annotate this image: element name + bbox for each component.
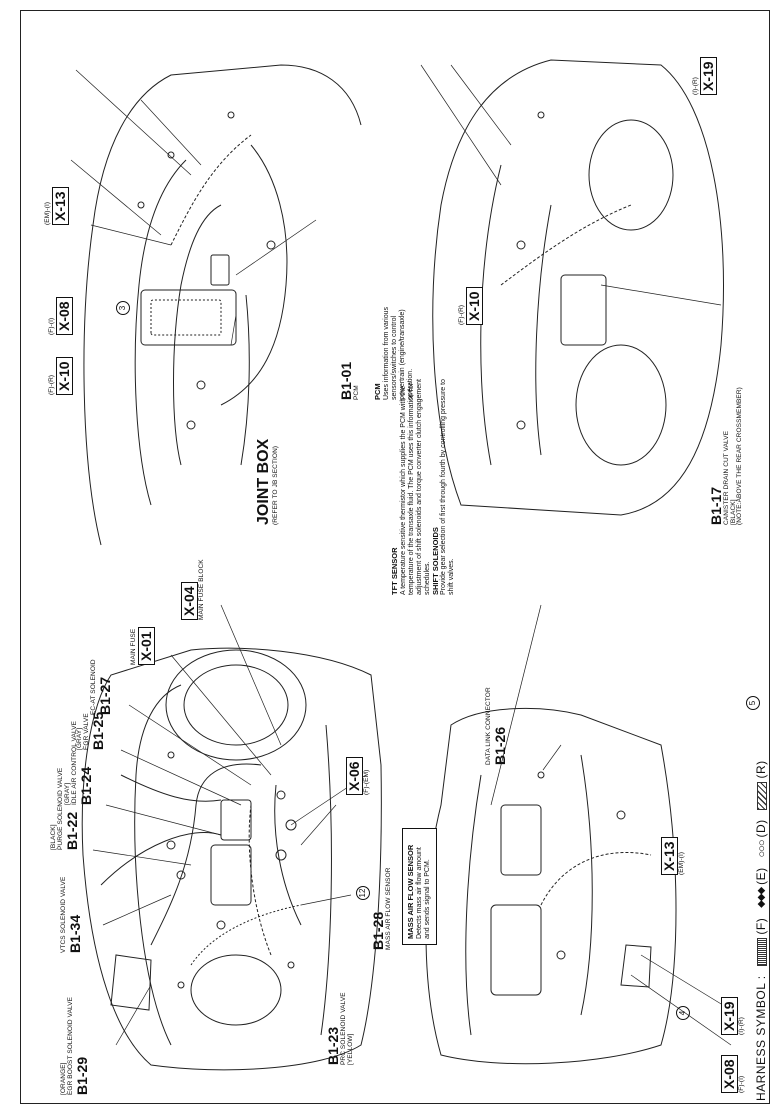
label-x-01: MAIN FUSE X-01 bbox=[130, 627, 156, 665]
x-06-sub: (F)-(EM) bbox=[362, 769, 370, 795]
dash-x-08-sub: (F)-(I) bbox=[737, 1075, 745, 1093]
b1-26-code: B1-26 bbox=[491, 726, 508, 765]
label-rear-x-19: (I)-(R) X-19 bbox=[692, 57, 718, 95]
pcm-note-title: PCM bbox=[373, 383, 382, 400]
rear-x-10-sub: (F)-(R) bbox=[458, 304, 465, 325]
dash-x-08-code: X-08 bbox=[721, 1055, 738, 1093]
label-b1-28: B1-28 MASS AIR FLOW SENSOR bbox=[370, 867, 393, 950]
joint-box-code: JOINT BOX bbox=[255, 438, 272, 525]
joint-box-name: (REFER TO JB SECTION) bbox=[271, 445, 279, 525]
label-b1-27: EC-AT SOLENOID B1-27 bbox=[90, 659, 113, 715]
label-dash-x-13: X-13 (EM)-(I) bbox=[661, 837, 686, 875]
circle-12: 12 bbox=[356, 886, 370, 900]
label-rear-x-10: (F)-(R) X-10 bbox=[458, 287, 484, 325]
rear-x-19-code: X-19 bbox=[699, 57, 717, 95]
b1-28-name: MASS AIR FLOW SENSOR bbox=[384, 867, 392, 950]
dash-drawing bbox=[425, 707, 677, 1065]
b1-01-name: PCM bbox=[352, 385, 360, 400]
pcm-note: PCM Uses information from various sensor… bbox=[373, 290, 415, 400]
label-cabin-x-08: (F)-(I) X-08 bbox=[48, 297, 74, 335]
legend-code-e: (E) bbox=[754, 867, 768, 885]
label-x-04: X-04 MAIN FUSE BLOCK bbox=[181, 559, 206, 620]
x-01-name: MAIN FUSE bbox=[130, 628, 137, 665]
cabin-x-13-code: X-13 bbox=[51, 187, 69, 225]
b1-27-code: B1-27 bbox=[96, 676, 113, 715]
label-b1-29: [ORANGE] EGR BOOST SOLENOID VALVE B1-29 bbox=[60, 997, 90, 1095]
label-dash-x-19: X-19 (I)-(R) bbox=[721, 997, 746, 1035]
legend-title: HARNESS SYMBOL : bbox=[754, 975, 768, 1101]
tft-body: A temperature sensitive thermistor which… bbox=[399, 379, 431, 595]
dash-x-13-code: X-13 bbox=[661, 837, 678, 875]
label-b1-34: VTCS SOLENOID VALVE B1-34 bbox=[60, 877, 83, 953]
x-04-code: X-04 bbox=[181, 582, 198, 620]
label-b1-26: DATA LINK CONNECTOR B1-26 bbox=[485, 687, 508, 765]
pcm-note-body: Uses information from various sensors/sw… bbox=[382, 307, 414, 400]
cabin-x-13-sub: (EM)-(I) bbox=[44, 201, 51, 225]
label-joint-box: JOINT BOX (REFER TO JB SECTION) bbox=[255, 438, 280, 525]
legend-swatch-r bbox=[756, 781, 767, 810]
label-b1-17: B1-17 CANISTER DRAIN CUT VALVE [BLACK] (… bbox=[708, 387, 744, 525]
cabin-x-10-code: X-10 bbox=[55, 357, 73, 395]
cabin-x-08-code: X-08 bbox=[55, 297, 73, 335]
maf-note-title: MASS AIR FLOW SENSOR bbox=[406, 844, 415, 939]
dash-x-13-sub: (EM)-(I) bbox=[677, 851, 685, 875]
circle-5: 5 bbox=[746, 696, 760, 710]
maf-note: MASS AIR FLOW SENSOR Detects mass air fl… bbox=[402, 828, 437, 945]
leader-lines bbox=[70, 64, 732, 1046]
legend-code-f: (F) bbox=[754, 917, 768, 935]
b1-23-code: B1-23 bbox=[325, 1026, 341, 1065]
label-b1-25: [GRAY] EGR VALVE B1-25 bbox=[76, 711, 106, 750]
b1-29-code: B1-29 bbox=[73, 1056, 90, 1095]
rotated-canvas: HARNESS SYMBOL : (F) ◆◆◆ (E) ○○○ (D) (R) [… bbox=[21, 11, 771, 1105]
b1-17-note: (NOTE:ABOVE THE REAR CROSSMEMBER) bbox=[736, 387, 744, 525]
cabin-drawing bbox=[83, 64, 362, 546]
harness-line-art bbox=[70, 59, 732, 1071]
shift-title: SHIFT SOLENOIDS bbox=[430, 527, 440, 595]
rear-x-19-sub: (I)-(R) bbox=[692, 76, 699, 95]
dash-x-19-sub: (I)-(R) bbox=[737, 1016, 745, 1035]
legend-swatch-e: ◆◆◆ bbox=[756, 887, 768, 908]
engine-bay-drawing bbox=[81, 647, 382, 1071]
legend-code-d: (D) bbox=[754, 819, 768, 838]
x-06-code: X-06 bbox=[346, 757, 363, 795]
x-01-code: X-01 bbox=[137, 627, 155, 665]
rear-x-10-code: X-10 bbox=[465, 287, 483, 325]
harness-symbol-legend: HARNESS SYMBOL : (F) ◆◆◆ (E) ○○○ (D) (R) bbox=[754, 760, 768, 1101]
b1-34-code: B1-34 bbox=[66, 914, 83, 953]
b1-17-code: B1-17 bbox=[708, 486, 724, 525]
circle-3: 3 bbox=[116, 301, 130, 315]
maf-note-body: Detects mass air flow amount and sends s… bbox=[415, 847, 431, 939]
label-b1-01: B1-01 PCM bbox=[338, 361, 361, 400]
diagram-sheet: HARNESS SYMBOL : (F) ◆◆◆ (E) ○○○ (D) (R) [… bbox=[20, 10, 770, 1104]
label-b1-23: B1-23 PRC SOLENOID VALVE [YELLOW] bbox=[325, 992, 354, 1065]
label-cabin-x-13: (EM)-(I) X-13 bbox=[44, 187, 70, 225]
legend-swatch-f bbox=[756, 937, 767, 966]
shift-body: Provide gear selection of first through … bbox=[440, 379, 456, 595]
b1-25-code: B1-25 bbox=[89, 711, 106, 750]
label-x-06: X-06 (F)-(EM) bbox=[346, 757, 371, 795]
x-04-name: MAIN FUSE BLOCK bbox=[197, 559, 205, 620]
circle-4: 4 bbox=[676, 1006, 690, 1020]
dash-x-19-code: X-19 bbox=[721, 997, 738, 1035]
label-cabin-x-10: (F)-(R) X-10 bbox=[48, 357, 74, 395]
legend-swatch-d: ○○○ bbox=[755, 840, 768, 858]
b1-01-code: B1-01 bbox=[338, 361, 354, 400]
cabin-x-10-sub: (F)-(R) bbox=[48, 374, 55, 395]
legend-code-r: (R) bbox=[754, 760, 768, 779]
b1-23-color: [YELLOW] bbox=[346, 1033, 354, 1065]
cabin-x-08-sub: (F)-(I) bbox=[48, 317, 55, 335]
b1-28-code: B1-28 bbox=[370, 911, 386, 950]
label-dash-x-08: X-08 (F)-(I) bbox=[721, 1055, 746, 1093]
